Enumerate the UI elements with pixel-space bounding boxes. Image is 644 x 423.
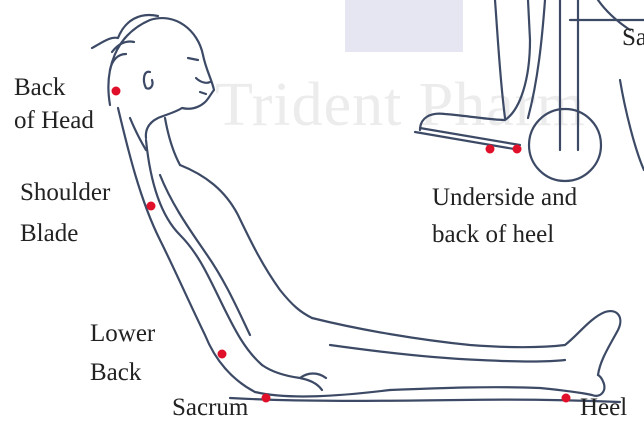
- ground-line: [230, 398, 620, 402]
- label-back-of-head: Back of Head: [14, 72, 94, 136]
- label-lower-back: Lower Back: [90, 318, 155, 388]
- face-details: [188, 58, 210, 94]
- pressure-point-heel-underside: [486, 145, 495, 154]
- label-sacrum: Sacrum: [172, 392, 248, 423]
- label-shoulder-blade-line1: Shoulder: [20, 177, 110, 208]
- label-heel-underside-line1: Underside and: [432, 182, 577, 213]
- chest-line: [180, 165, 312, 318]
- hand: [262, 365, 326, 390]
- label-heel-underside: Underside and back of heel: [432, 182, 577, 250]
- label-lower-back-line2: Back: [90, 357, 155, 388]
- neck: [130, 118, 180, 165]
- hair: [92, 15, 158, 70]
- pressure-point-shoulder-blade: [147, 202, 156, 211]
- leg-bottom: [390, 375, 604, 396]
- back-line: [118, 108, 390, 396]
- arm-inner: [160, 175, 250, 335]
- foot-outline: [420, 0, 530, 130]
- foot-bottom: [415, 128, 520, 150]
- pressure-point-sacrum: [262, 394, 271, 403]
- pressure-point-heel: [562, 394, 571, 403]
- ear: [144, 72, 153, 89]
- chair-arc: [620, 80, 644, 170]
- label-heel: Heel: [580, 392, 627, 423]
- label-back-of-head-line1: Back: [14, 72, 94, 103]
- label-top-right-fragment: Sa: [622, 22, 644, 53]
- label-shoulder-blade-line2: Blade: [20, 218, 110, 249]
- label-heel-underside-line2: back of heel: [432, 219, 577, 250]
- pressure-point-back-of-head: [112, 87, 121, 96]
- label-lower-back-line1: Lower: [90, 318, 155, 349]
- head-outline: [108, 18, 214, 138]
- label-shoulder-blade: Shoulder Blade: [20, 177, 110, 249]
- leg-top: [312, 311, 620, 375]
- chair-wheel: [529, 109, 601, 181]
- pressure-point-heel-back: [513, 145, 522, 154]
- pressure-point-lower-back: [218, 350, 227, 359]
- label-back-of-head-line2: of Head: [14, 105, 94, 136]
